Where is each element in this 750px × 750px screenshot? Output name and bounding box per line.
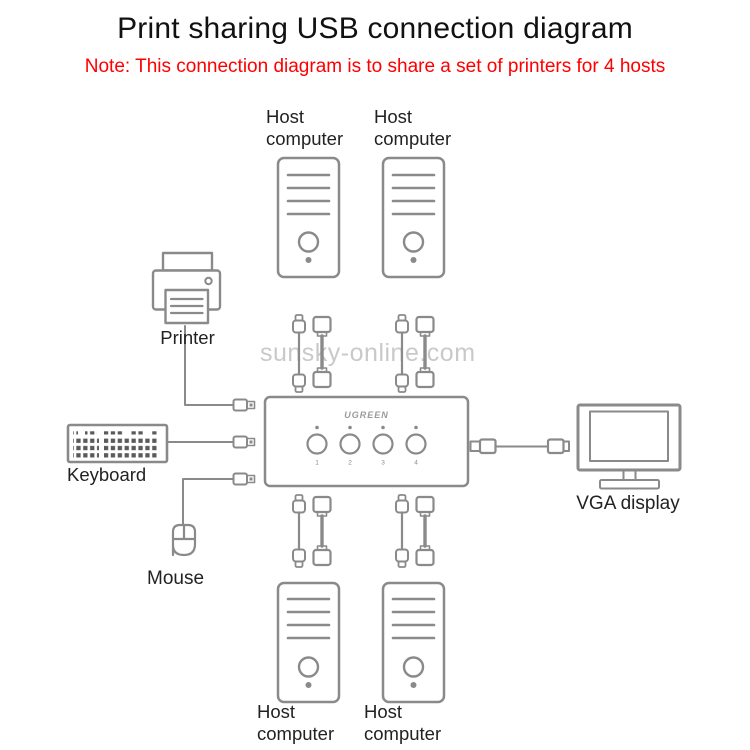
keyboard-icon — [66, 423, 169, 464]
vga-display-icon — [576, 403, 682, 490]
printer-usb-plug-icon — [232, 398, 256, 412]
keyboard-label: Keyboard — [67, 464, 147, 485]
printer-icon — [151, 251, 222, 325]
ugreen-logo: UGREEN — [344, 410, 389, 420]
port-2-button — [339, 433, 361, 455]
vga-display-label: VGA display — [576, 493, 680, 514]
host-computer-icon-top-right — [381, 156, 446, 279]
usb-cable-pair-bottom-left — [292, 494, 332, 568]
port-3-number: 3 — [381, 460, 385, 467]
printer-cable — [184, 325, 234, 406]
port-4-number: 4 — [414, 460, 418, 467]
printer-label: Printer — [160, 327, 215, 348]
usb-switch-icon: UGREEN 1 2 3 4 — [263, 395, 470, 488]
host-computer-icon-top-left — [276, 156, 341, 279]
host-computer-label-top-left: Host computer — [266, 106, 344, 149]
mouse-icon — [171, 523, 197, 557]
port-1-button — [306, 433, 328, 455]
usb-cable-pair-bottom-right — [395, 494, 435, 568]
port-3-button — [372, 433, 394, 455]
keyboard-usb-plug-icon — [232, 435, 256, 449]
mouse-cable — [182, 478, 234, 526]
port-1-number: 1 — [315, 460, 319, 467]
mouse-label: Mouse — [147, 568, 205, 589]
usb-cable-pair-top-right — [395, 314, 435, 393]
usb-cable-pair-top-left — [292, 314, 332, 393]
vga-cable-icon — [469, 438, 570, 455]
port-2-number: 2 — [348, 460, 352, 467]
host-computer-icon-bottom-right — [381, 581, 446, 704]
host-computer-icon-bottom-left — [276, 581, 341, 704]
mouse-usb-plug-icon — [232, 472, 256, 486]
port-4-button — [405, 433, 427, 455]
host-computer-label-top-right: Host computer — [374, 106, 452, 149]
host-computer-label-bottom-left: Host computer — [257, 701, 335, 744]
page-title: Print sharing USB connection diagram — [117, 12, 633, 45]
watermark: sunsky-online.com — [260, 339, 476, 367]
host-computer-label-bottom-right: Host computer — [364, 701, 442, 744]
note-text: Note: This connection diagram is to shar… — [84, 56, 666, 77]
